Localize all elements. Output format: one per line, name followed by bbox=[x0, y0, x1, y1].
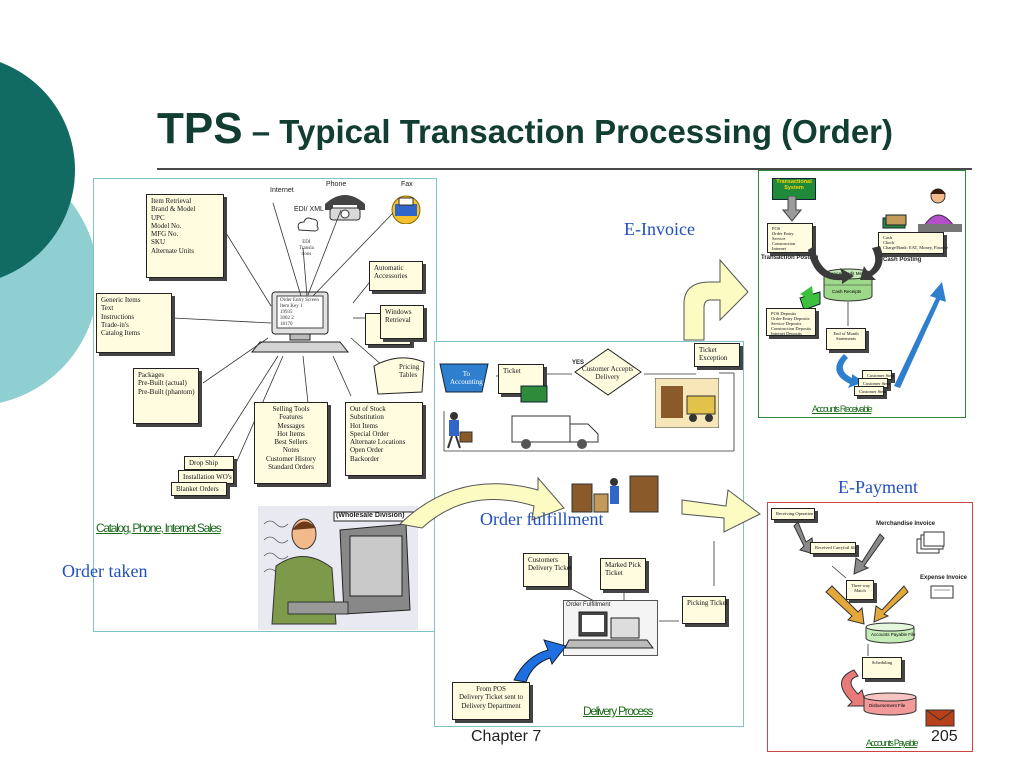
fulfillment-computer-icon bbox=[565, 611, 654, 649]
customer-statement-note-3: Customer Stmt bbox=[854, 386, 886, 396]
order-fulfillment-screen-label: Order Fulfillment bbox=[566, 602, 611, 608]
fulfillment-connectors bbox=[443, 346, 735, 622]
cash-posting-label: Cash Posting bbox=[883, 257, 922, 263]
accounts-payable-caption: Accounts Payable bbox=[866, 738, 919, 748]
fulfillment-to-invoice-arrow bbox=[683, 258, 749, 341]
disbursement-file-label: Disbursement File bbox=[869, 703, 906, 708]
fax-icon bbox=[391, 195, 421, 224]
receiving-operation-note: Receiving Operation bbox=[771, 508, 815, 520]
accountant-illustration bbox=[918, 188, 962, 232]
order-clerk-illustration bbox=[258, 506, 418, 630]
payment-envelope-icon bbox=[925, 709, 955, 727]
pricing-tables-shape bbox=[373, 357, 425, 395]
disbursement-file-cylinder bbox=[863, 692, 917, 716]
yes-label: YES bbox=[572, 360, 585, 366]
cash-receipts-label: Cash Receipts bbox=[832, 289, 862, 294]
title-divider bbox=[157, 168, 972, 170]
transaction-posting-label: Transaction Posting bbox=[761, 255, 819, 261]
edi-cloud-icon bbox=[297, 217, 319, 232]
warehouse-worker-illustration bbox=[447, 412, 473, 449]
blanket-orders-note: Blanket Orders bbox=[171, 482, 227, 496]
e-payment-caption: E-Payment bbox=[838, 477, 918, 497]
cash-stack-illustration bbox=[882, 214, 907, 229]
fax-label: Fax bbox=[401, 181, 413, 188]
chapter-footer: Chapter 7 bbox=[471, 728, 542, 745]
edi-label: EDI/ XML bbox=[294, 206, 324, 213]
page-number: 205 bbox=[931, 728, 958, 745]
catalog-phone-internet-caption: Catalog, Phone, Internet Sales bbox=[96, 521, 222, 535]
e-invoice-caption: E-Invoice bbox=[624, 219, 695, 239]
expense-invoice-label: Expense Invoice bbox=[920, 575, 968, 581]
order-entry-computer-icon bbox=[250, 291, 350, 353]
expense-invoice-icon bbox=[930, 585, 954, 599]
accounts-payable-file-label: Accounts Payable File bbox=[871, 632, 916, 637]
page-title: TPS – Typical Transaction Processing (Or… bbox=[157, 104, 894, 153]
delivery-truck-illustration bbox=[511, 415, 599, 449]
order-to-fulfillment-arrow bbox=[398, 476, 565, 529]
phone-icon bbox=[325, 195, 365, 221]
phone-label: Phone bbox=[326, 181, 347, 188]
merchandise-invoice-label: Merchandise Invoice bbox=[876, 521, 936, 527]
internet-label: Internet bbox=[270, 187, 294, 194]
accounts-receivable-caption: Accounts Receivable bbox=[812, 404, 873, 414]
delivery-process-caption: Delivery Process bbox=[583, 704, 654, 718]
transactional-down-arrow bbox=[782, 196, 802, 222]
wholesale-division-label: (Wholesale Division) bbox=[336, 512, 405, 519]
order-taken-caption: Order taken bbox=[62, 561, 148, 581]
signed-ticket-icon bbox=[520, 385, 548, 403]
pos-to-fulfillment-arrow bbox=[513, 639, 567, 683]
ap-flow-arrows bbox=[793, 521, 909, 707]
fulfillment-to-payment-arrow bbox=[681, 489, 761, 533]
merchandise-invoice-stack-icon bbox=[916, 531, 945, 554]
received-file-note: Received Carryfoil file bbox=[810, 542, 856, 554]
delivery-house-illustration bbox=[655, 378, 719, 428]
background-decoration bbox=[0, 62, 98, 403]
order-fulfillment-caption: Order fulfillment bbox=[480, 509, 604, 529]
warehouse-boxes-illustration bbox=[571, 475, 659, 513]
picking-ticket-note: Picking Ticket bbox=[682, 596, 728, 624]
to-accounting-shape bbox=[439, 363, 489, 393]
scheduling-note: Scheduling bbox=[862, 657, 902, 679]
drop-ship-note: Drop Ship bbox=[184, 456, 234, 470]
customer-accepts-diamond bbox=[574, 348, 642, 396]
accounts-payable-file-cylinder bbox=[865, 622, 915, 644]
